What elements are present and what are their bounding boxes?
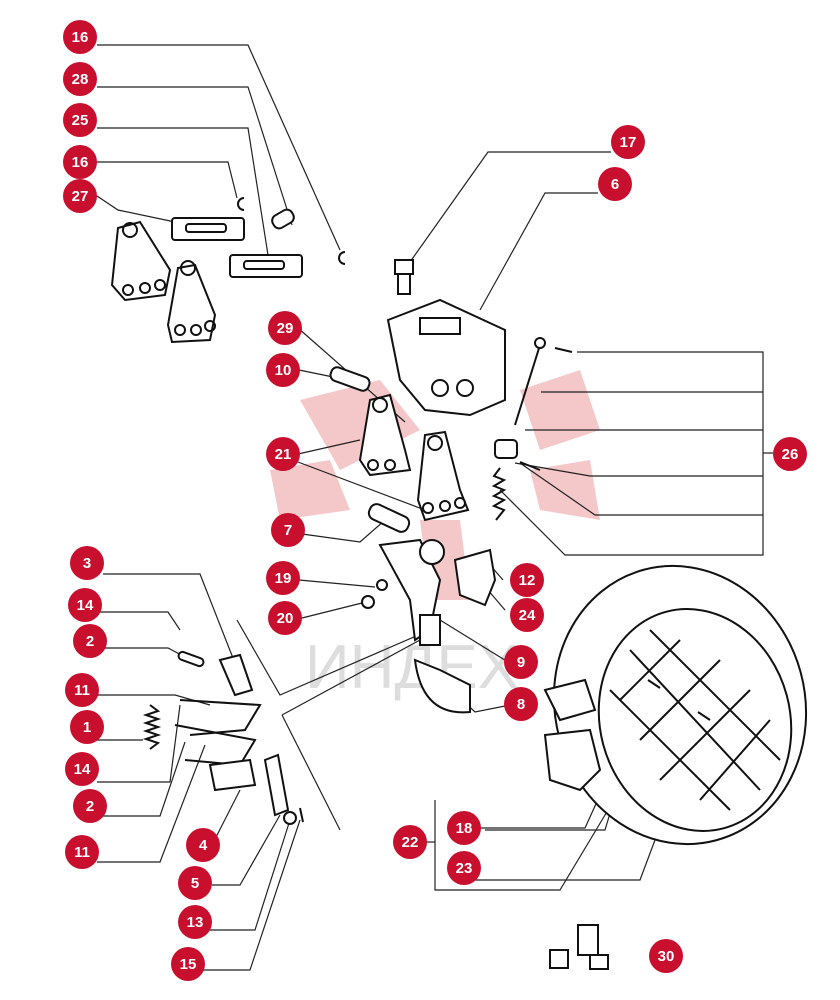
part-lever-24	[453, 548, 497, 607]
part-pin-15	[299, 807, 304, 823]
callout-24[interactable]: 24	[510, 598, 544, 632]
callout-21[interactable]: 21	[266, 437, 300, 471]
callout-16-second[interactable]: 16	[63, 145, 97, 179]
callout-14-top[interactable]: 14	[68, 588, 102, 622]
part-pedal-arm-9	[378, 538, 445, 646]
callout-30[interactable]: 30	[649, 939, 683, 973]
part-spring-12	[491, 467, 507, 521]
part-lever-21-upper	[358, 393, 412, 477]
part-anchor-18	[543, 678, 602, 792]
part-bracket-27	[171, 217, 245, 241]
part-rivet-23	[647, 679, 711, 721]
callout-11-bottom[interactable]: 11	[65, 835, 99, 869]
callout-9[interactable]: 9	[504, 645, 538, 679]
callout-27[interactable]: 27	[63, 179, 97, 213]
callout-22[interactable]: 22	[393, 825, 427, 859]
callout-8[interactable]: 8	[504, 687, 538, 721]
callout-23[interactable]: 23	[447, 851, 481, 885]
callout-26[interactable]: 26	[773, 437, 807, 471]
callout-10[interactable]: 10	[266, 353, 300, 387]
callout-1[interactable]: 1	[70, 710, 104, 744]
part-washer-19	[376, 579, 388, 591]
part-arm-5	[263, 753, 290, 817]
callout-19[interactable]: 19	[266, 561, 300, 595]
part-lever-21-lower	[416, 430, 470, 522]
part-shoe-8	[413, 658, 471, 714]
callout-5[interactable]: 5	[178, 866, 212, 900]
callout-20[interactable]: 20	[268, 601, 302, 635]
callout-6[interactable]: 6	[598, 167, 632, 201]
callout-29[interactable]: 29	[268, 311, 302, 345]
part-screw-20	[361, 595, 375, 609]
part-clip-16b	[237, 197, 245, 211]
part-pin-7	[367, 503, 411, 533]
part-bracket-4	[208, 758, 257, 792]
part-pin-28	[271, 208, 295, 230]
part-washer-13	[283, 811, 297, 825]
part-bolt-17	[394, 259, 414, 295]
callout-14-bottom[interactable]: 14	[65, 752, 99, 786]
part-rod-26	[494, 337, 573, 471]
part-bracket-25	[229, 254, 303, 278]
part-lever-small-right	[166, 260, 217, 344]
callout-11-top[interactable]: 11	[65, 673, 99, 707]
callout-7[interactable]: 7	[271, 513, 305, 547]
callout-28[interactable]: 28	[63, 62, 97, 96]
part-pin-2	[177, 650, 205, 668]
part-lever-small-left	[110, 220, 172, 302]
callout-2-top[interactable]: 2	[73, 624, 107, 658]
callout-3[interactable]: 3	[70, 546, 104, 580]
part-housing-6	[386, 298, 506, 417]
part-linkage-11	[174, 699, 262, 767]
callout-13[interactable]: 13	[178, 905, 212, 939]
callout-25[interactable]: 25	[63, 103, 97, 137]
part-kit-30	[549, 924, 609, 970]
callout-18[interactable]: 18	[447, 811, 481, 845]
callout-17[interactable]: 17	[611, 125, 645, 159]
callout-15[interactable]: 15	[171, 947, 205, 981]
watermark-text: ИНДЕХ	[305, 633, 519, 702]
callout-16-top[interactable]: 16	[63, 20, 97, 54]
part-spring-1	[142, 704, 162, 750]
part-clip-16a	[338, 251, 346, 265]
callout-12[interactable]: 12	[510, 563, 544, 597]
part-bracket-3	[218, 653, 254, 697]
callout-4[interactable]: 4	[186, 828, 220, 862]
part-pin-10	[329, 366, 371, 392]
callout-2-bottom[interactable]: 2	[73, 789, 107, 823]
